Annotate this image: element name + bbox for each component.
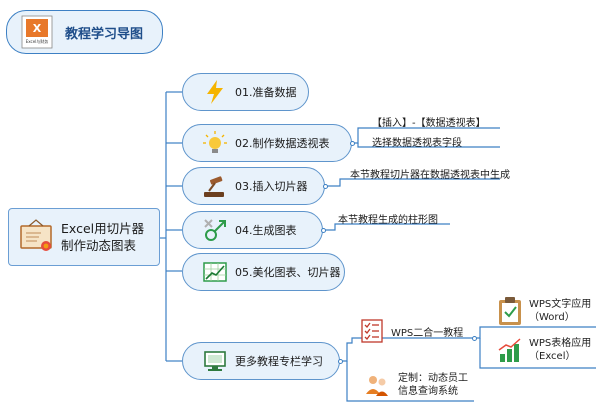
word-title: WPS文字应用: [529, 299, 592, 310]
root-title-line2: 制作动态图表: [61, 238, 137, 253]
collapse-dot[interactable]: [472, 336, 477, 341]
topic-make-pivot[interactable]: 02.制作数据透视表: [182, 124, 352, 162]
collapse-dot[interactable]: [321, 228, 326, 233]
root-node[interactable]: Excel用切片器 制作动态图表: [8, 208, 160, 266]
topic-label: 01.准备数据: [235, 86, 297, 99]
gavel-icon: [201, 172, 229, 200]
topic-label: 03.插入切片器: [235, 180, 308, 193]
lightbulb-icon: [201, 129, 229, 157]
bar-chart-icon: [497, 336, 523, 364]
monitor-icon: [201, 347, 229, 375]
wps-label: WPS二合一教程: [391, 327, 464, 339]
topic-insert-slicer[interactable]: 03.插入切片器: [182, 167, 325, 205]
collapse-dot[interactable]: [350, 141, 355, 146]
excel-logo-icon: X: [21, 15, 53, 49]
leaf-insert-pivot: 【插入】-【数据透视表】: [372, 118, 486, 129]
leaf-select-fields: 选择数据透视表字段: [372, 138, 462, 149]
root-title-line1: Excel用切片器: [61, 221, 145, 236]
topic-more-tutorials[interactable]: 更多教程专栏学习: [182, 342, 340, 380]
clipboard-icon: [497, 296, 523, 326]
people-icon: [364, 372, 390, 398]
word-sub: （Word）: [529, 312, 575, 323]
custom-system-item[interactable]: 定制：动态员工 信息查询系统: [364, 372, 468, 398]
leaf-slicer-note: 本节教程切片器在数据透视表中生成: [350, 170, 510, 181]
logo-text: Excel与财务: [25, 39, 49, 44]
topic-beautify[interactable]: 05.美化图表、切片器: [182, 253, 345, 291]
wps-excel-item[interactable]: WPS表格应用 （Excel）: [497, 336, 591, 364]
header-node: X Excel与财务 教程学习导图: [6, 10, 163, 54]
topic-prepare-data[interactable]: 01.准备数据: [182, 73, 309, 111]
certificate-icon: [19, 218, 55, 256]
lightning-icon: [201, 78, 229, 106]
symbols-icon: [201, 216, 229, 244]
wps-word-item[interactable]: WPS文字应用 （Word）: [497, 296, 591, 326]
custom-line2: 信息查询系统: [398, 386, 458, 397]
topic-label: 更多教程专栏学习: [235, 355, 323, 368]
header-title: 教程学习导图: [65, 26, 144, 42]
excel-logo: X Excel与财务: [21, 15, 53, 49]
topic-label: 02.制作数据透视表: [235, 137, 330, 150]
excel-sub: （Excel）: [529, 351, 576, 362]
topic-label: 04.生成图表: [235, 224, 297, 237]
checklist-icon: [360, 318, 386, 344]
chart-icon: [201, 258, 229, 286]
topic-generate-chart[interactable]: 04.生成图表: [182, 211, 323, 249]
svg-text:X: X: [33, 22, 42, 35]
excel-title: WPS表格应用: [529, 338, 592, 349]
custom-line1: 定制：动态员工: [398, 373, 468, 384]
leaf-chart-note: 本节教程生成的柱形图: [338, 215, 438, 226]
wps-branch[interactable]: WPS二合一教程: [360, 318, 463, 344]
collapse-dot[interactable]: [338, 359, 343, 364]
topic-label: 05.美化图表、切片器: [235, 266, 341, 279]
collapse-dot[interactable]: [323, 184, 328, 189]
